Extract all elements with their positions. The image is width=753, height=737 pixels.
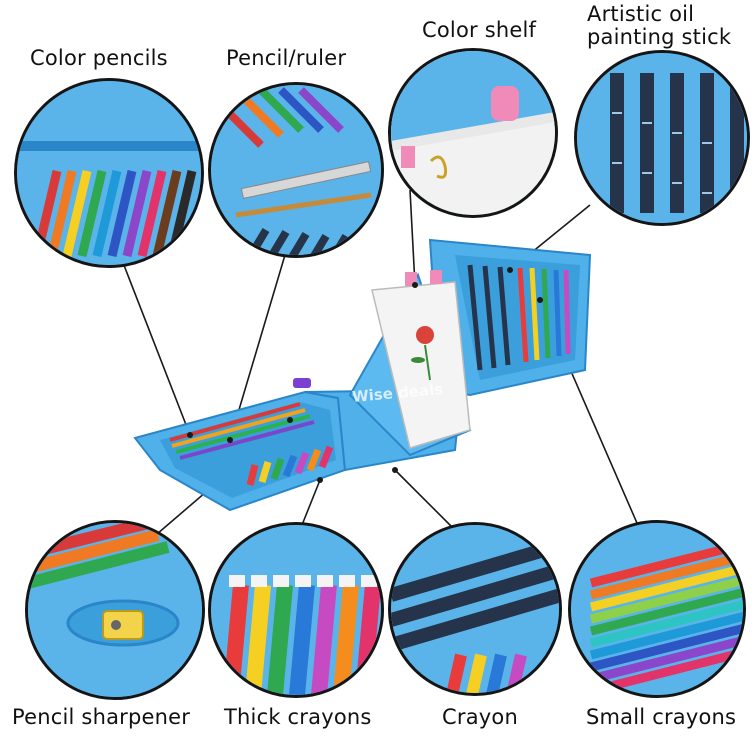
zoom-oil-painting-stick: [574, 50, 750, 226]
zoom-crayon: [388, 522, 562, 696]
label-oil-stick-line1: Artistic oil: [587, 2, 695, 26]
label-thick-crayons: Thick crayons: [224, 705, 372, 729]
label-color-pencils: Color pencils: [30, 46, 168, 70]
zoom-color-shelf: [388, 48, 558, 218]
label-pencil-sharpener: Pencil sharpener: [12, 705, 191, 729]
label-pencil-ruler: Pencil/ruler: [226, 46, 347, 70]
label-oil-stick-line2: painting stick: [587, 25, 732, 49]
zoom-color-pencils: [14, 78, 204, 268]
label-color-shelf: Color shelf: [422, 18, 537, 42]
zoom-small-crayons: [568, 520, 746, 698]
label-crayon: Crayon: [442, 705, 518, 729]
zoom-pencil-sharpener: [25, 520, 205, 700]
art-case: [133, 238, 592, 512]
zoom-thick-crayons: [208, 522, 384, 698]
zoom-pencil-ruler: [208, 82, 384, 258]
label-small-crayons: Small crayons: [586, 705, 737, 729]
